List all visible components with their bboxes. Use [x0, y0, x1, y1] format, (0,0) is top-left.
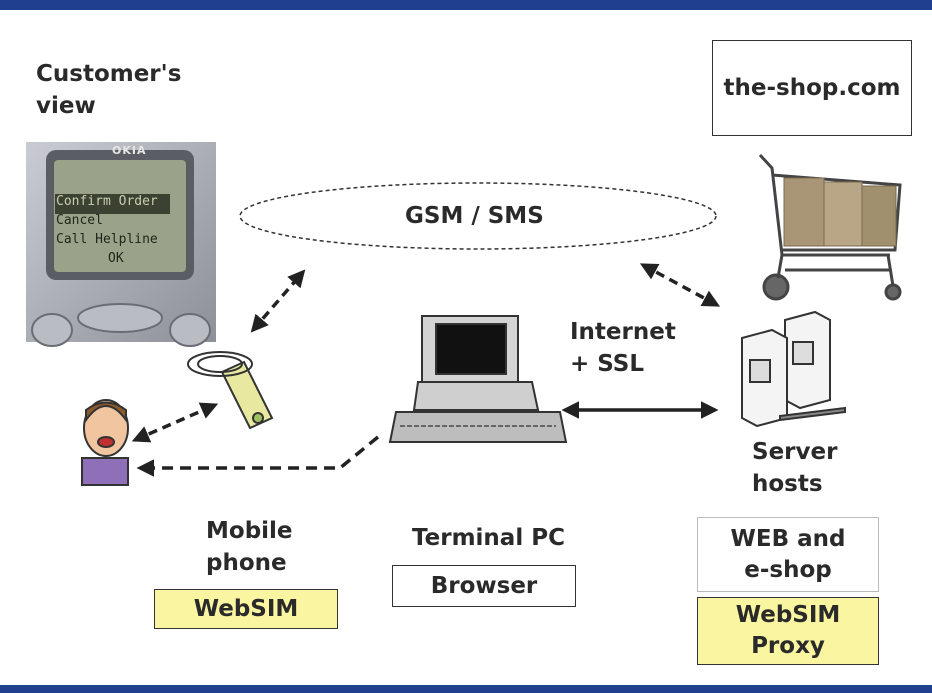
websim-box: WebSIM	[154, 589, 338, 629]
arrow-person-handset	[131, 402, 219, 443]
phone-ok-button[interactable]: OK	[108, 251, 124, 266]
web-eshop-line1: WEB and	[730, 525, 846, 552]
server-label-line1: Server	[752, 439, 838, 465]
phone-photo	[26, 142, 216, 347]
top-border-bar	[0, 0, 932, 10]
websim-label: WebSIM	[193, 595, 299, 622]
server-hosts-label: Server hosts	[752, 436, 837, 500]
proxy-line2: Proxy	[751, 633, 825, 659]
phone-menu-item-cancel[interactable]: Cancel	[56, 213, 103, 228]
mobile-handset-icon	[187, 351, 274, 430]
gsm-network-ellipse	[239, 182, 717, 250]
mobile-phone-label: Mobile phone	[206, 515, 293, 579]
phone-menu-item-helpline[interactable]: Call Helpline	[56, 232, 158, 247]
browser-label: Browser	[430, 572, 538, 599]
terminal-pc-label: Terminal PC	[412, 525, 565, 551]
web-eshop-line2: e-shop	[744, 556, 832, 583]
mobile-label-line1: Mobile	[206, 518, 293, 544]
gsm-sms-label: GSM / SMS	[405, 203, 544, 229]
internet-ssl-label: Internet + SSL	[570, 316, 676, 380]
terminal-pc-icon	[388, 315, 568, 443]
browser-box: Browser	[392, 565, 576, 607]
websim-proxy-box: WebSIM Proxy	[697, 597, 879, 665]
server-icon	[741, 310, 846, 428]
phone-menu-item-confirm[interactable]: Confirm Order	[56, 194, 158, 209]
shop-box: the-shop.com	[712, 40, 912, 136]
phone-brand: OKIA	[112, 144, 147, 157]
web-eshop-box: WEB and e-shop	[697, 517, 879, 592]
internet-label-line1: Internet	[570, 319, 676, 345]
arrow-pc-person	[136, 435, 380, 477]
customer-person-icon	[81, 399, 129, 486]
customers-view-label: Customer's view	[36, 61, 182, 119]
internet-label-line2: + SSL	[570, 351, 645, 377]
proxy-line1: WebSIM	[735, 602, 841, 628]
phone-screen: Confirm Order Cancel Call Helpline OK	[56, 192, 186, 268]
cart-boxes	[783, 177, 897, 247]
shop-label: the-shop.com	[723, 74, 901, 101]
arrow-gsm-server	[639, 263, 721, 307]
mobile-label-line2: phone	[206, 550, 287, 576]
arrow-phone-gsm	[250, 269, 306, 333]
server-label-line2: hosts	[752, 471, 823, 497]
shopping-cart-icon	[758, 153, 902, 301]
bottom-border-bar	[0, 685, 932, 693]
